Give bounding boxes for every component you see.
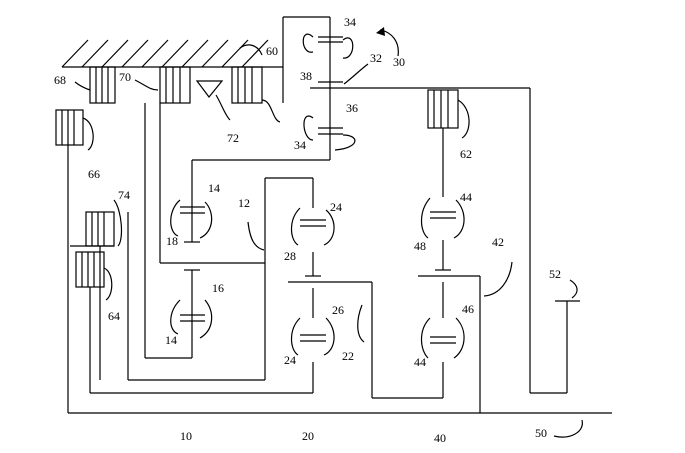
shafts — [67, 16, 612, 414]
label-12: 12 — [238, 196, 250, 210]
label-24-lower: 24 — [284, 353, 296, 367]
label-48: 48 — [414, 239, 426, 253]
label-16: 16 — [212, 281, 224, 295]
label-44-upper: 44 — [460, 190, 472, 204]
label-18: 18 — [166, 234, 178, 248]
brake-70 — [159, 66, 191, 104]
label-74: 74 — [118, 188, 130, 202]
label-44-lower: 44 — [414, 355, 426, 369]
label-66: 66 — [88, 167, 100, 181]
clutch-64 — [75, 251, 105, 288]
gears — [180, 36, 456, 344]
housing-ground — [61, 39, 283, 68]
one-way-clutch-72 — [195, 80, 224, 98]
label-34-top: 34 — [344, 15, 356, 29]
label-52: 52 — [549, 267, 561, 281]
clutch-66 — [55, 109, 84, 146]
brake-60 — [231, 66, 263, 104]
label-46: 46 — [462, 302, 474, 316]
label-50: 50 — [535, 426, 547, 440]
label-34-mid: 34 — [294, 138, 306, 152]
label-32: 32 — [370, 51, 382, 65]
brake-68 — [89, 66, 116, 104]
label-14-lower: 14 — [165, 333, 177, 347]
label-24-upper: 24 — [330, 200, 342, 214]
label-14-upper: 14 — [208, 181, 220, 195]
label-30: 30 — [393, 55, 405, 69]
reference-numerals: 10 12 14 14 16 18 20 22 24 24 26 28 30 3… — [54, 15, 561, 445]
leaders — [74, 27, 583, 438]
clutch-74 — [85, 211, 115, 247]
label-62: 62 — [460, 147, 472, 161]
rotation-arrowhead — [376, 27, 385, 36]
label-38: 38 — [300, 69, 312, 83]
label-10: 10 — [180, 429, 192, 443]
label-28: 28 — [284, 249, 296, 263]
label-72: 72 — [227, 131, 239, 145]
label-26: 26 — [332, 303, 344, 317]
label-64: 64 — [108, 309, 120, 323]
label-20: 20 — [302, 429, 314, 443]
label-36: 36 — [346, 101, 358, 115]
label-70: 70 — [119, 70, 131, 84]
clutch-62 — [427, 89, 459, 129]
label-60: 60 — [266, 44, 278, 58]
label-22: 22 — [342, 349, 354, 363]
label-42: 42 — [492, 235, 504, 249]
label-68: 68 — [54, 73, 66, 87]
label-40: 40 — [434, 431, 446, 445]
